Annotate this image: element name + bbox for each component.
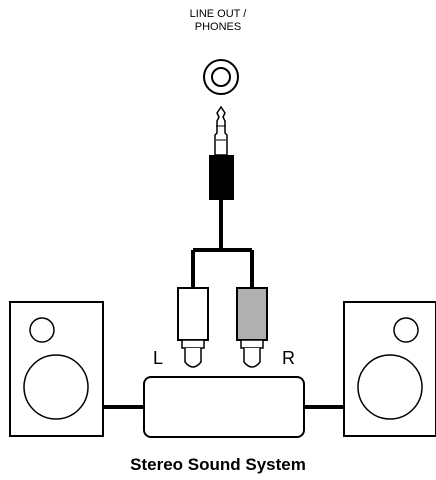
right-channel-label: R [282,348,295,368]
left-rca-plug [177,287,209,368]
stereo-mini-plug-icon [209,105,234,200]
port-label-line2: PHONES [194,21,242,33]
right-speaker-icon [343,301,436,437]
split-cable [191,200,254,288]
left-channel-label: L [153,348,164,368]
diagram-caption: Stereo Sound System [130,455,306,474]
jack-socket-icon [203,59,239,95]
amplifier-icon [143,376,305,438]
port-label-line1: LINE OUT / [189,8,247,20]
left-speaker-icon [9,301,104,437]
right-rca-plug [236,287,268,368]
